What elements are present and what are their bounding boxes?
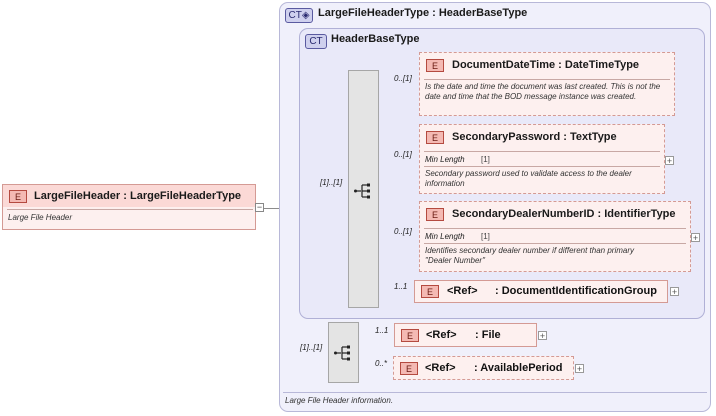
expand-icon[interactable]: + xyxy=(665,156,674,166)
element-cardinality: 0..* xyxy=(375,359,388,368)
element-cardinality: 0..[1] xyxy=(394,150,412,159)
element-description: Identifies secondary dealer number if di… xyxy=(425,246,634,265)
element-cardinality: 0..[1] xyxy=(394,227,412,236)
element-icon: E xyxy=(400,362,418,375)
sequence-compositor[interactable] xyxy=(328,322,359,383)
root-element-description: Large File Header xyxy=(8,213,73,222)
complex-type-description: Large File Header information. xyxy=(285,396,394,405)
facet-value: [1] xyxy=(481,155,490,164)
ref-document-identification-group[interactable]: E <Ref> : DocumentIdentificationGroup xyxy=(414,280,668,303)
expand-icon[interactable]: + xyxy=(538,331,547,341)
expand-icon[interactable]: + xyxy=(670,287,679,297)
element-description: Secondary password used to validate acce… xyxy=(425,169,632,188)
facet-label: Min Length xyxy=(425,232,465,241)
divider xyxy=(283,392,707,393)
element-title: SecondaryPassword : TextType xyxy=(452,131,617,143)
divider xyxy=(424,79,670,80)
element-icon: E xyxy=(426,208,444,221)
facet-value: [1] xyxy=(481,232,490,241)
sequence-icon xyxy=(334,345,350,361)
connector-root xyxy=(256,208,290,209)
ref-name: : DocumentIdentificationGroup xyxy=(495,285,657,297)
element-document-date-time[interactable]: E DocumentDateTime : DateTimeType Is the… xyxy=(419,52,675,116)
divider xyxy=(424,151,660,152)
element-cardinality: 1..1 xyxy=(394,282,408,291)
element-cardinality: 0..[1] xyxy=(394,74,412,83)
element-title: DocumentDateTime : DateTimeType xyxy=(452,59,640,71)
sequence-cardinality: [1]..[1] xyxy=(320,178,343,187)
ref-label: <Ref> xyxy=(425,362,456,374)
expand-icon[interactable]: + xyxy=(691,233,700,243)
facet-label: Min Length xyxy=(425,155,465,164)
root-element-header xyxy=(3,185,255,207)
divider xyxy=(7,209,253,210)
divider xyxy=(424,228,686,229)
element-icon: E xyxy=(426,131,444,144)
complex-type-icon: CT◈ xyxy=(285,8,313,23)
element-icon: E xyxy=(9,190,27,203)
base-type-title: HeaderBaseType xyxy=(331,33,420,45)
element-title: SecondaryDealerNumberID : IdentifierType xyxy=(452,208,676,220)
divider xyxy=(424,166,660,167)
ref-label: <Ref> xyxy=(447,285,478,297)
element-description: Is the date and time the document was la… xyxy=(425,82,661,101)
element-secondary-dealer-number-id[interactable]: E SecondaryDealerNumberID : IdentifierTy… xyxy=(419,201,691,272)
element-cardinality: 1..1 xyxy=(375,326,389,335)
ref-label: <Ref> xyxy=(426,329,457,341)
root-element-box[interactable]: E LargeFileHeader : LargeFileHeaderType … xyxy=(2,184,256,230)
ref-file[interactable]: E <Ref> : File xyxy=(394,323,537,347)
element-icon: E xyxy=(426,59,444,72)
divider xyxy=(424,243,686,244)
complex-type-title: LargeFileHeaderType : HeaderBaseType xyxy=(318,7,528,19)
ref-name: : AvailablePeriod xyxy=(474,362,563,374)
collapse-icon[interactable]: − xyxy=(255,202,264,212)
complex-type-icon: CT xyxy=(305,34,327,49)
sequence-cardinality: [1]..[1] xyxy=(300,343,323,352)
ref-name: : File xyxy=(475,329,501,341)
element-secondary-password[interactable]: E SecondaryPassword : TextType Min Lengt… xyxy=(419,124,665,194)
expand-icon[interactable]: + xyxy=(575,364,584,374)
element-icon: E xyxy=(421,285,439,298)
element-icon: E xyxy=(401,329,419,342)
ref-available-period[interactable]: E <Ref> : AvailablePeriod xyxy=(393,356,574,380)
sequence-icon xyxy=(354,183,370,199)
sequence-compositor[interactable] xyxy=(348,70,379,308)
root-element-title: LargeFileHeader : LargeFileHeaderType xyxy=(34,190,242,202)
